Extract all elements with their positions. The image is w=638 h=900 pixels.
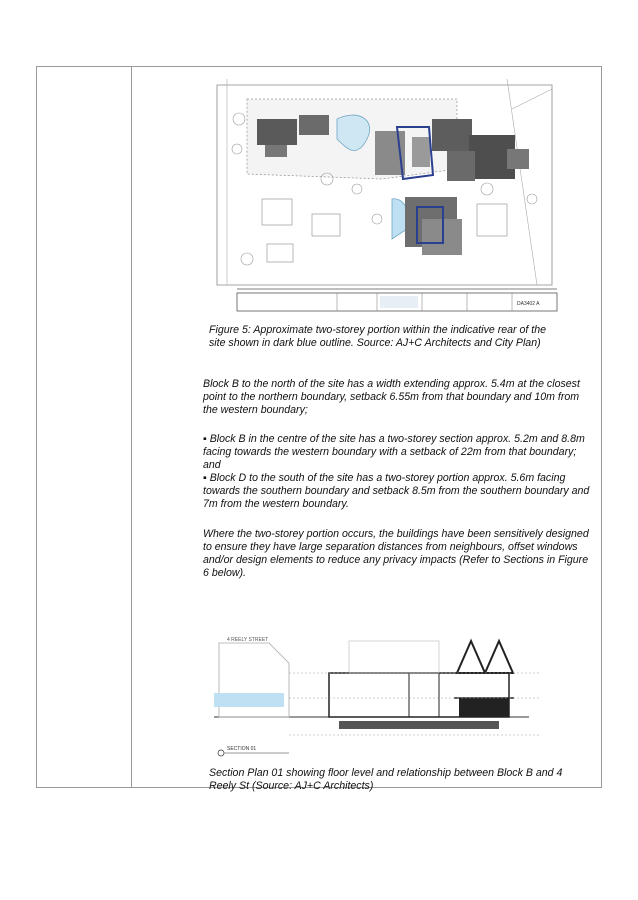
document-table: DA3402 A Figure 5: Approximate two-store…	[36, 66, 602, 792]
street-label: 4 REELY STREET	[227, 637, 268, 643]
section-caption: Section Plan 01 showing floor level and …	[209, 767, 563, 792]
column-divider	[131, 67, 132, 787]
site-plan-figure: DA3402 A	[207, 79, 559, 314]
paragraph-block-list: ▪ Block B in the centre of the site has …	[203, 433, 590, 510]
paragraph-design: Where the two-storey portion occurs, the…	[203, 528, 589, 579]
figure5-caption: Figure 5: Approximate two-storey portion…	[209, 324, 547, 349]
section-drawing-figure: 4 REELY STREET SECTION 01	[209, 603, 549, 765]
sheet-number: DA3402 A	[517, 301, 540, 307]
paragraph-block-b-north: Block B to the north of the site has a w…	[203, 378, 580, 416]
section-label: SECTION 01	[227, 746, 256, 752]
